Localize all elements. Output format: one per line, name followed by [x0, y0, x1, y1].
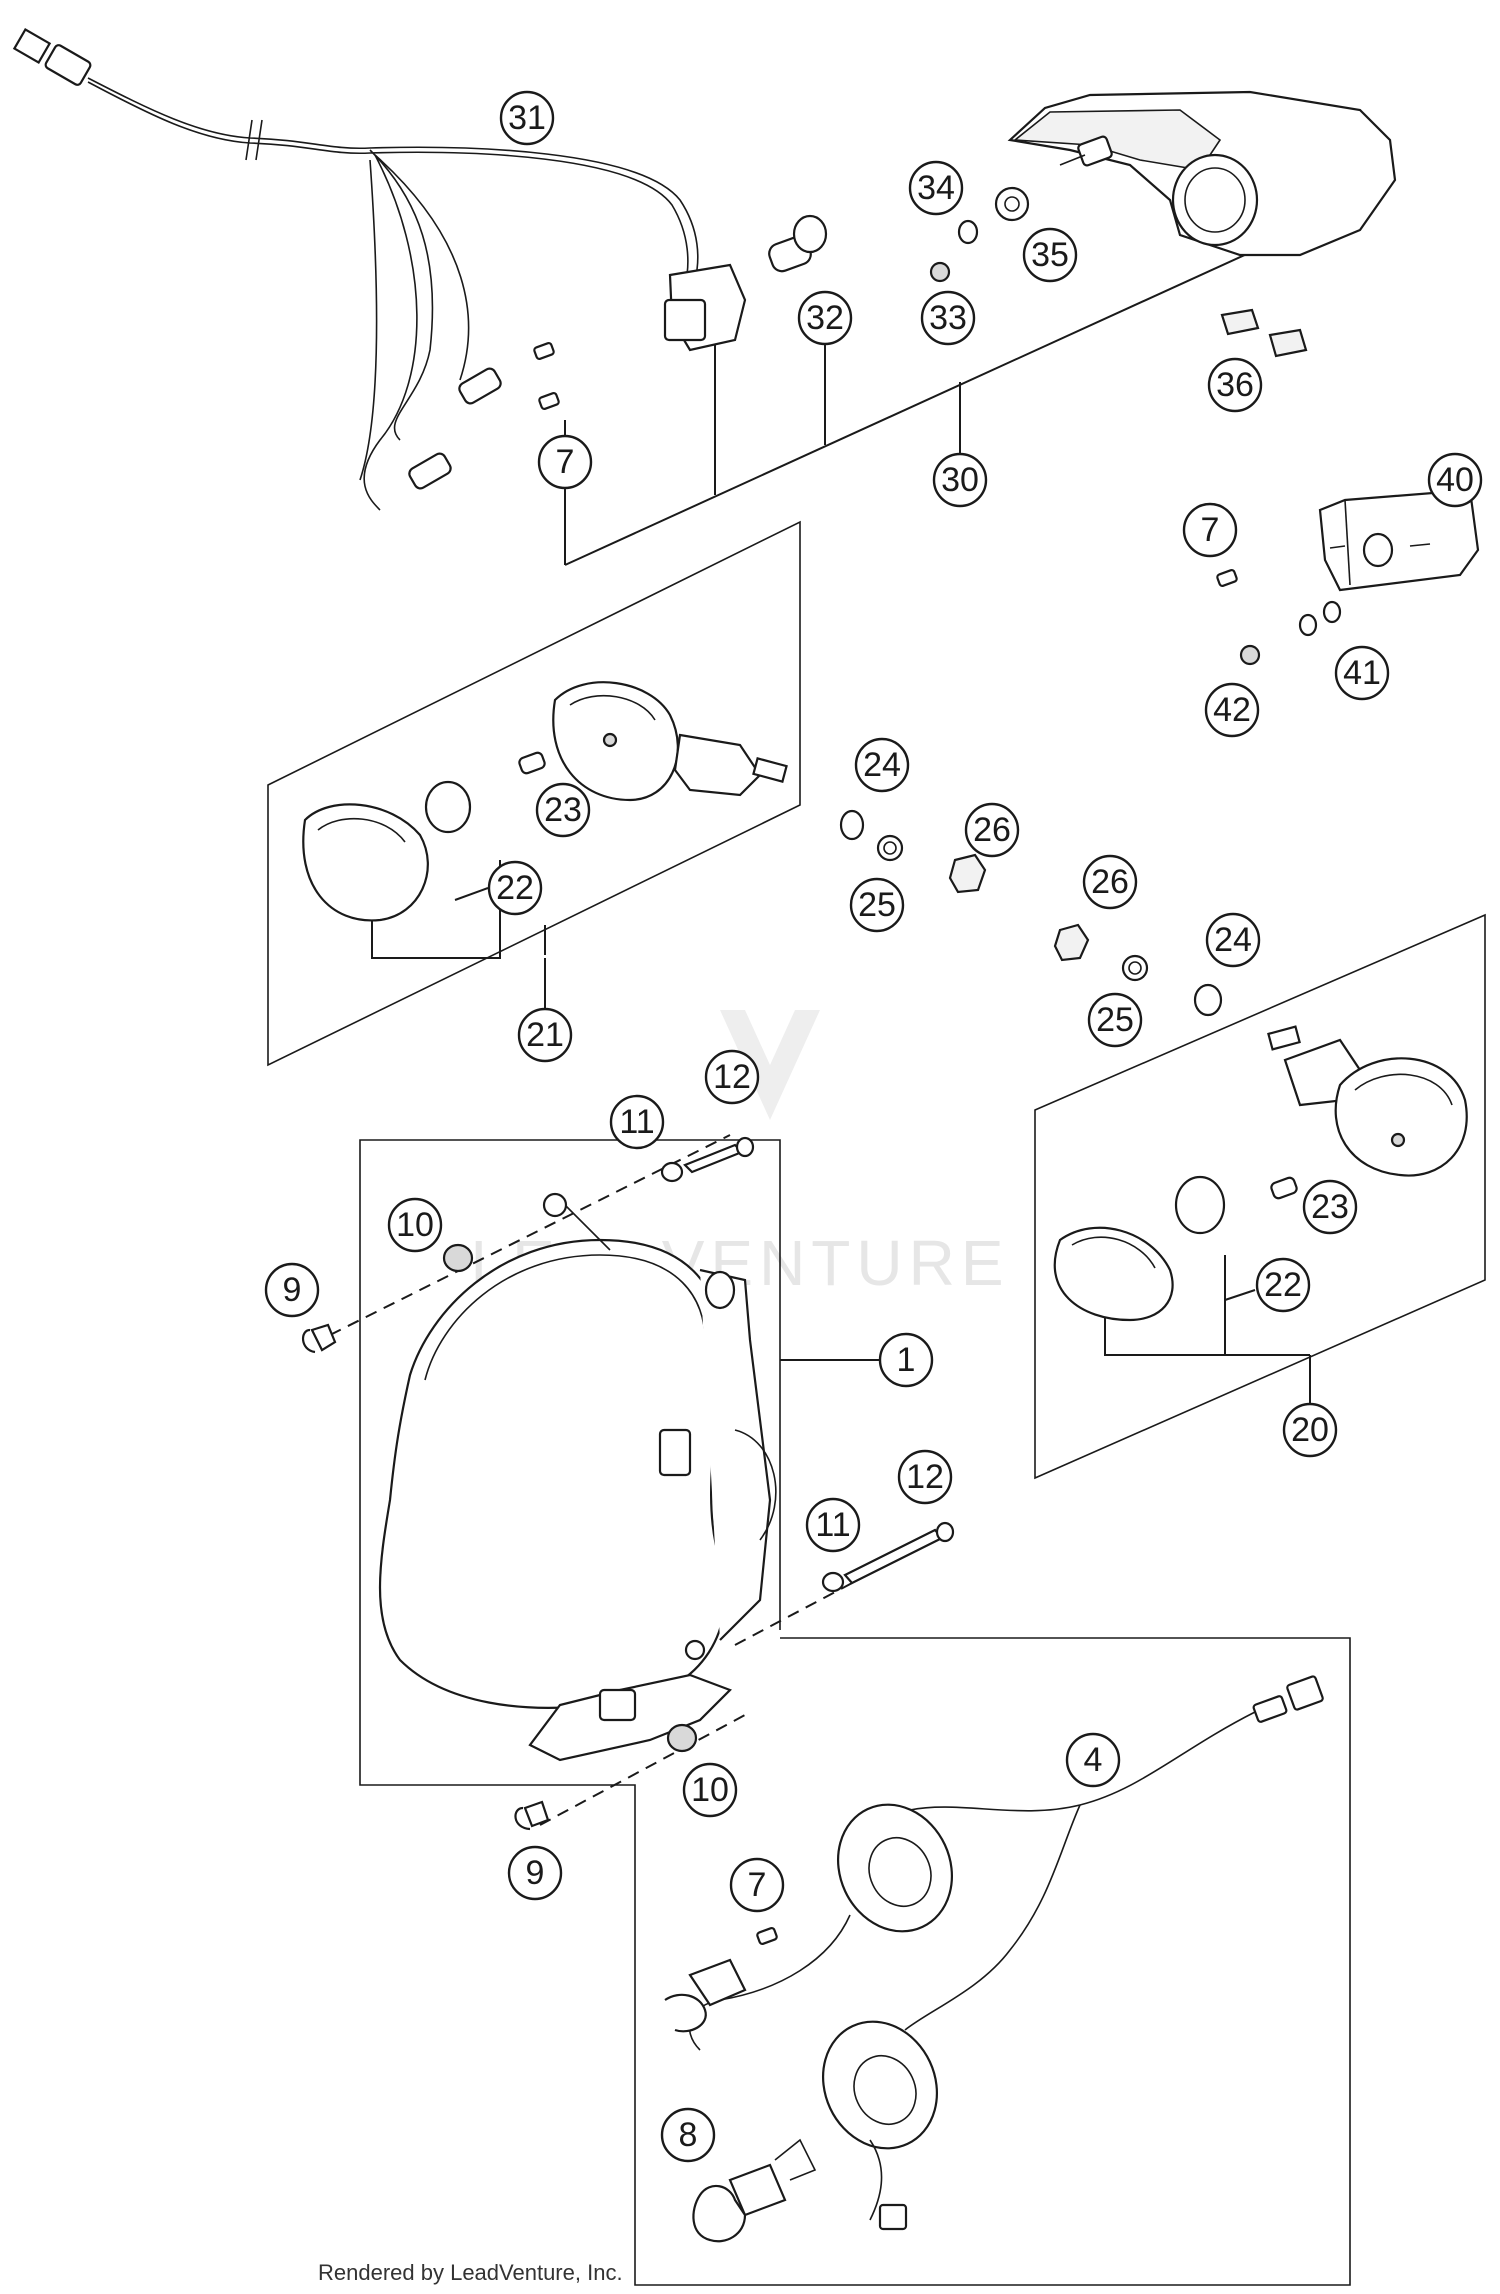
license-plate-light — [1216, 488, 1480, 592]
callout-10: 10 — [387, 1197, 443, 1253]
svg-text:21: 21 — [526, 1016, 564, 1054]
callout-36: 36 — [1207, 357, 1263, 413]
svg-text:22: 22 — [1264, 1266, 1302, 1304]
svg-text:36: 36 — [1216, 366, 1254, 404]
svg-text:42: 42 — [1213, 691, 1251, 729]
svg-text:25: 25 — [1096, 1001, 1134, 1039]
callout-24: 24 — [854, 737, 910, 793]
svg-text:7: 7 — [556, 443, 575, 481]
svg-text:26: 26 — [973, 811, 1011, 849]
parts — [12, 27, 1480, 2243]
nut-33 — [929, 261, 951, 283]
washer-41b — [1322, 600, 1342, 624]
callouts: 1 4 7 7 7 8 9 9 10 10 11 11 12 12 20 — [264, 90, 1483, 2163]
callout-30: 30 — [932, 452, 988, 508]
callout-26: 26 — [964, 802, 1020, 858]
svg-text:10: 10 — [396, 1206, 434, 1244]
svg-text:24: 24 — [1214, 921, 1252, 959]
svg-text:23: 23 — [1311, 1188, 1349, 1226]
callout-41: 41 — [1334, 645, 1390, 701]
svg-text:1: 1 — [897, 1341, 916, 1379]
svg-text:22: 22 — [496, 869, 534, 907]
grommet-35 — [994, 186, 1030, 222]
callout-12: 12 — [897, 1449, 953, 1505]
nut-42 — [1239, 644, 1261, 666]
headlight-mount-hardware — [302, 1136, 955, 1831]
headlight-wiring-harness — [664, 1675, 1324, 2231]
svg-text:11: 11 — [619, 1103, 654, 1141]
svg-text:31: 31 — [508, 99, 546, 137]
svg-text:35: 35 — [1031, 236, 1069, 274]
left-turn-signal — [302, 681, 788, 922]
svg-text:12: 12 — [713, 1058, 751, 1096]
callout-22: 22 — [487, 860, 543, 916]
callout-26: 26 — [1082, 854, 1138, 910]
svg-text:9: 9 — [283, 1271, 302, 1309]
callout-7: 7 — [1182, 502, 1238, 558]
reflector-pads — [1220, 308, 1308, 358]
callout-7: 7 — [537, 434, 593, 490]
svg-text:41: 41 — [1343, 654, 1381, 692]
callout-25: 25 — [849, 877, 905, 933]
callout-9: 9 — [264, 1262, 320, 1318]
callout-8: 8 — [660, 2107, 716, 2163]
svg-text:33: 33 — [929, 299, 967, 337]
callout-22: 22 — [1255, 1257, 1311, 1313]
tail-light-wiring-harness — [12, 27, 747, 511]
svg-text:4: 4 — [1084, 1741, 1103, 1779]
callout-20: 20 — [1282, 1402, 1338, 1458]
footer-credit: Rendered by LeadVenture, Inc. — [318, 2260, 623, 2285]
callout-23: 23 — [1302, 1179, 1358, 1235]
svg-text:30: 30 — [941, 461, 979, 499]
callout-1: 1 — [878, 1332, 934, 1388]
svg-text:32: 32 — [806, 299, 844, 337]
callout-34: 34 — [908, 160, 964, 216]
headlight-assembly — [378, 1192, 777, 1762]
turn-signal-left-group-box — [267, 520, 801, 1067]
tail-light-housing — [1007, 90, 1397, 257]
turn-signal-right-group-box — [1034, 913, 1486, 1480]
right-turn-signal — [1053, 1025, 1468, 1322]
svg-text:9: 9 — [526, 1854, 545, 1892]
callout-23: 23 — [535, 782, 591, 838]
washer-34 — [957, 219, 979, 245]
callout-7: 7 — [729, 1857, 785, 1913]
callout-11: 11 — [609, 1094, 665, 1150]
callout-40: 40 — [1427, 452, 1483, 508]
svg-text:24: 24 — [863, 746, 901, 784]
tail-light-bulb — [768, 214, 828, 273]
callout-4: 4 — [1065, 1732, 1121, 1788]
svg-text:7: 7 — [748, 1866, 767, 1904]
svg-text:10: 10 — [691, 1771, 729, 1809]
svg-text:34: 34 — [917, 169, 955, 207]
headlight-bulb — [692, 2138, 817, 2243]
callout-11: 11 — [805, 1497, 861, 1553]
callout-12: 12 — [704, 1049, 760, 1105]
callout-10: 10 — [682, 1762, 738, 1818]
callout-32: 32 — [797, 290, 853, 346]
svg-text:20: 20 — [1291, 1411, 1329, 1449]
callout-33: 33 — [920, 290, 976, 346]
svg-text:7: 7 — [1201, 511, 1220, 549]
callout-42: 42 — [1204, 682, 1260, 738]
callout-31: 31 — [499, 90, 555, 146]
svg-text:40: 40 — [1436, 461, 1474, 499]
turn-signal-hardware-upper — [839, 809, 987, 894]
callout-9: 9 — [507, 1845, 563, 1901]
callout-21: 21 — [517, 1007, 573, 1063]
callout-35: 35 — [1022, 227, 1078, 283]
svg-text:8: 8 — [679, 2116, 698, 2154]
svg-text:23: 23 — [544, 791, 582, 829]
svg-text:25: 25 — [858, 886, 896, 924]
svg-text:12: 12 — [906, 1458, 944, 1496]
turn-signal-hardware-lower — [1053, 923, 1223, 1017]
callout-25: 25 — [1087, 992, 1143, 1048]
washer-41a — [1298, 613, 1318, 637]
svg-text:26: 26 — [1091, 863, 1129, 901]
svg-text:11: 11 — [815, 1506, 850, 1544]
callout-24: 24 — [1205, 912, 1261, 968]
